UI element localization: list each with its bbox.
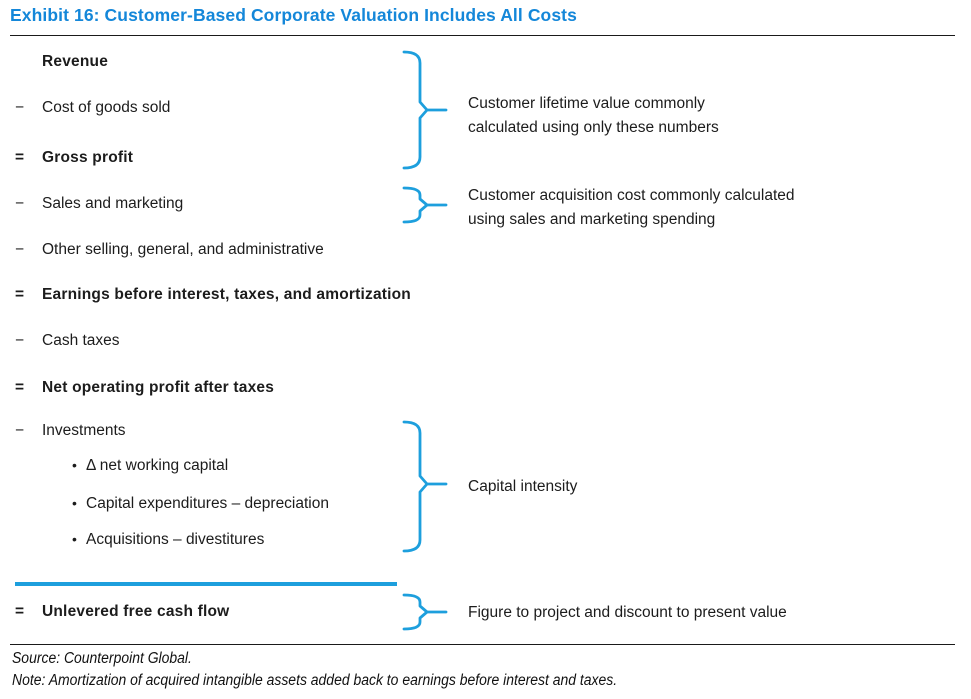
row-other-sga: −Other selling, general, and administrat… [15, 240, 324, 260]
row-label: Unlevered free cash flow [42, 603, 230, 620]
bullet-icon: • [72, 495, 77, 511]
row-gross-profit: = Gross profit [15, 148, 133, 168]
annotation-line: Customer lifetime value commonly [468, 95, 705, 112]
bullet-icon: • [72, 457, 77, 473]
annotation-line: Capital intensity [468, 478, 578, 495]
row-operator: − [15, 195, 25, 212]
row-operator: = [15, 149, 25, 166]
row-unlevered-fcf: = Unlevered free cash flow [15, 602, 229, 622]
row-operator: = [15, 286, 25, 303]
row-operator: − [15, 422, 25, 439]
annotation-line: using sales and marketing spending [468, 211, 716, 228]
annotation-clv: Customer lifetime value commonly calcula… [468, 92, 719, 140]
row-sales-marketing: −Sales and marketing [15, 194, 183, 214]
row-cash-taxes: −Cash taxes [15, 331, 120, 351]
row-ebita: = Earnings before interest, taxes, and am… [15, 285, 411, 305]
row-operator: − [15, 99, 25, 116]
brace-cac-icon [402, 186, 448, 224]
bullet-label: Acquisitions – divestitures [86, 531, 265, 548]
annotation-ufcf: Figure to project and discount to presen… [468, 601, 787, 625]
brace-clv-icon [402, 50, 448, 170]
row-operator: = [15, 379, 25, 396]
exhibit-title: Exhibit 16: Customer-Based Corporate Val… [10, 5, 577, 25]
row-label: Cash taxes [42, 332, 120, 349]
annotation-cac: Customer acquisition cost commonly calcu… [468, 184, 795, 232]
footnote: Note: Amortization of acquired intangibl… [12, 672, 618, 689]
row-label: Net operating profit after taxes [42, 379, 275, 396]
bullet-capex: • Capital expenditures – depreciation [72, 493, 329, 514]
top-divider [10, 35, 955, 36]
row-nopat: = Net operating profit after taxes [15, 378, 274, 398]
row-label: Earnings before interest, taxes, and amo… [42, 286, 411, 303]
row-operator: = [15, 603, 25, 620]
row-operator: − [15, 241, 25, 258]
bullet-label: Capital expenditures – depreciation [86, 495, 329, 512]
annotation-capital-intensity: Capital intensity [468, 475, 577, 499]
row-label: Investments [42, 422, 126, 439]
row-label: Revenue [42, 53, 109, 70]
row-label: Sales and marketing [42, 195, 184, 212]
bullet-icon: • [72, 531, 77, 547]
row-label: Gross profit [42, 149, 134, 166]
row-operator: − [15, 332, 25, 349]
annotation-line: Customer acquisition cost commonly calcu… [468, 187, 795, 204]
annotation-line: calculated using only these numbers [468, 119, 719, 136]
row-label: Cost of goods sold [42, 99, 171, 116]
bullet-label: Δ net working capital [86, 457, 229, 474]
bullet-net-working-capital: • Δ net working capital [72, 455, 228, 476]
row-cogs: −Cost of goods sold [15, 98, 170, 118]
row-investments: −Investments [15, 421, 126, 441]
bullet-acquisitions: • Acquisitions – divestitures [72, 529, 264, 550]
bottom-divider [10, 644, 955, 645]
annotation-line: Figure to project and discount to presen… [468, 604, 787, 621]
brace-capital-intensity-icon [402, 420, 448, 553]
source-note: Source: Counterpoint Global. [12, 650, 192, 667]
row-revenue: Revenue [15, 52, 108, 72]
brace-ufcf-icon [402, 593, 448, 631]
row-label: Other selling, general, and administrati… [42, 241, 324, 258]
total-underline [15, 582, 397, 586]
